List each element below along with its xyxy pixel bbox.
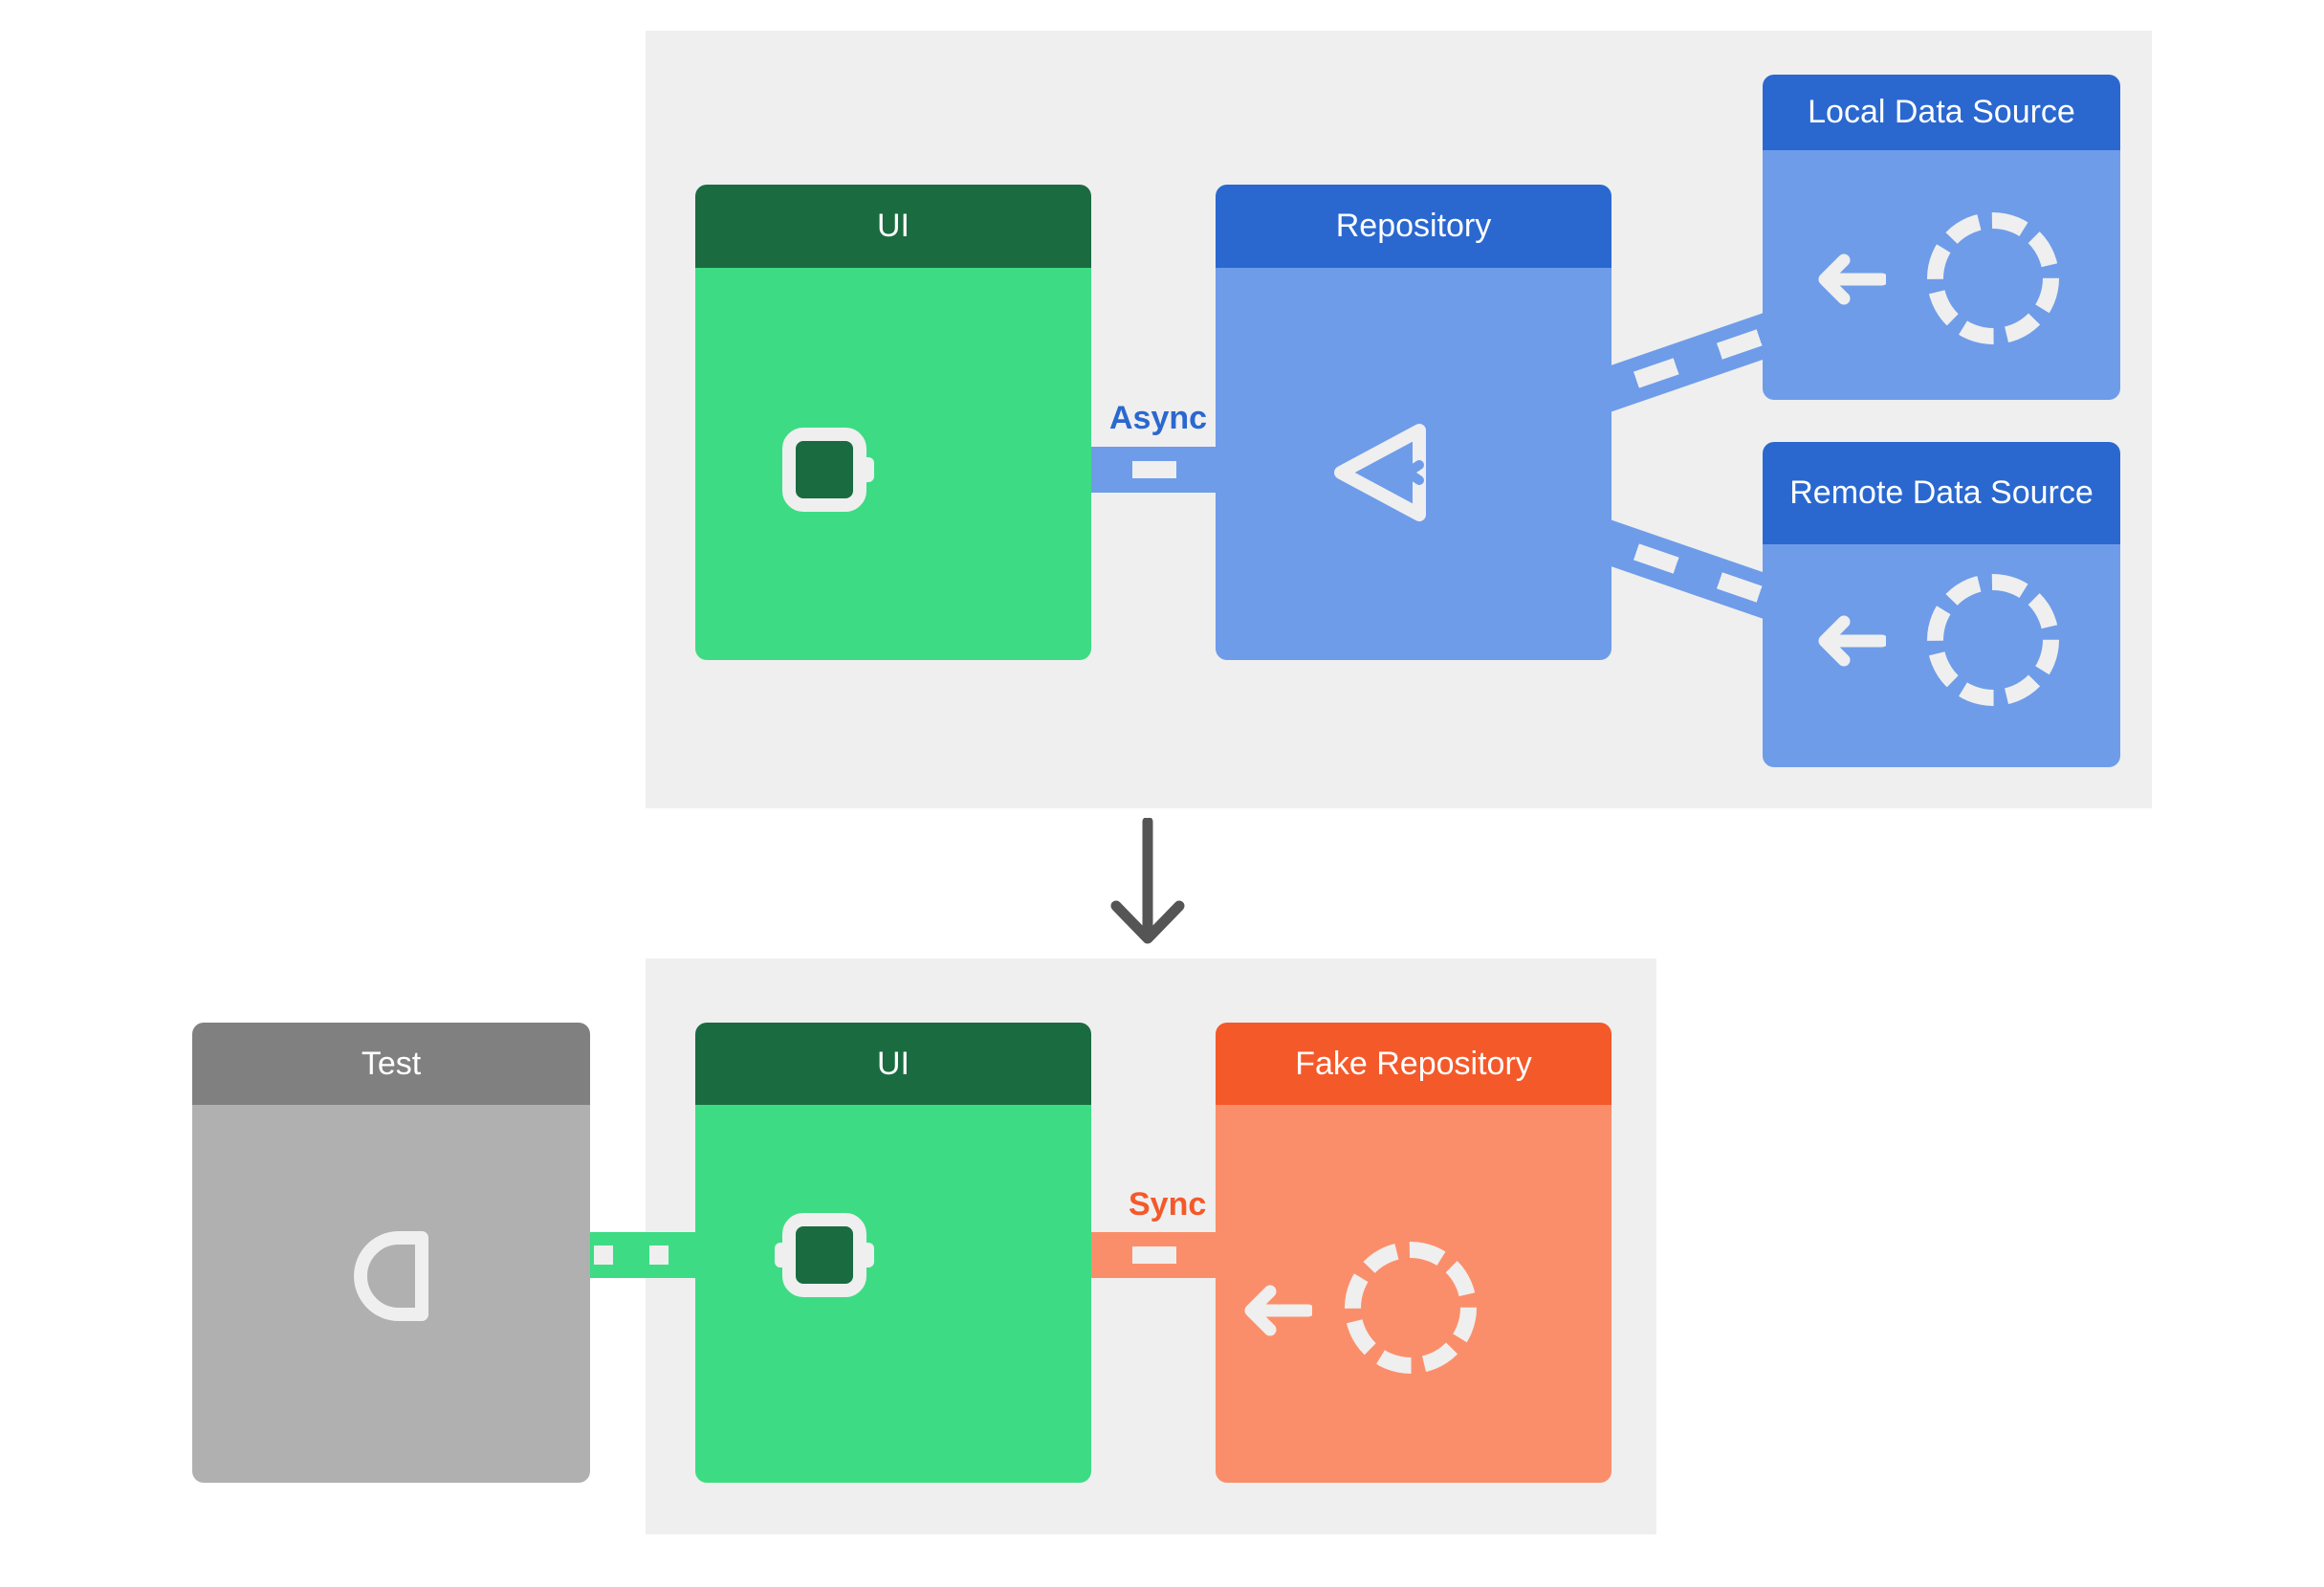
dashed-circle-icon xyxy=(1927,212,2059,344)
card-body-ui xyxy=(695,268,1091,660)
dashed-circle-icon xyxy=(1927,574,2059,706)
socket-nub xyxy=(853,1243,874,1267)
card-title-repository: Repository xyxy=(1216,185,1611,268)
card-title-test: Test xyxy=(192,1023,590,1105)
plug-connector-icon xyxy=(354,1231,428,1321)
card-title-ui: UI xyxy=(695,185,1091,268)
arrow-down-icon xyxy=(1110,818,1185,944)
connector-label-async: Async xyxy=(1109,400,1208,436)
card-title-remote-data-source: Remote Data Source xyxy=(1763,442,2120,544)
card-test[interactable]: Test xyxy=(192,1023,590,1483)
card-remote-data-source[interactable]: Remote Data Source xyxy=(1763,442,2120,767)
dashed-circle-icon xyxy=(1345,1242,1477,1374)
socket-nub xyxy=(853,457,874,482)
triangle-left-icon xyxy=(1334,424,1426,521)
card-ui-production[interactable]: UI xyxy=(695,185,1091,660)
card-body-test xyxy=(192,1105,590,1483)
arrow-left-icon xyxy=(1818,253,1886,305)
arrow-left-icon xyxy=(1818,615,1886,667)
connector-label-sync: Sync xyxy=(1129,1186,1207,1223)
arrow-left-icon xyxy=(1244,1285,1312,1336)
card-title-ui: UI xyxy=(695,1023,1091,1105)
card-body-ui xyxy=(695,1105,1091,1483)
square-socket-icon xyxy=(782,428,874,512)
square-socket-icon xyxy=(775,1213,874,1297)
card-title-fake-repository: Fake Repository xyxy=(1216,1023,1611,1105)
socket-nub xyxy=(775,1243,796,1267)
card-title-local-data-source: Local Data Source xyxy=(1763,75,2120,150)
card-ui-test[interactable]: UI xyxy=(695,1023,1091,1483)
